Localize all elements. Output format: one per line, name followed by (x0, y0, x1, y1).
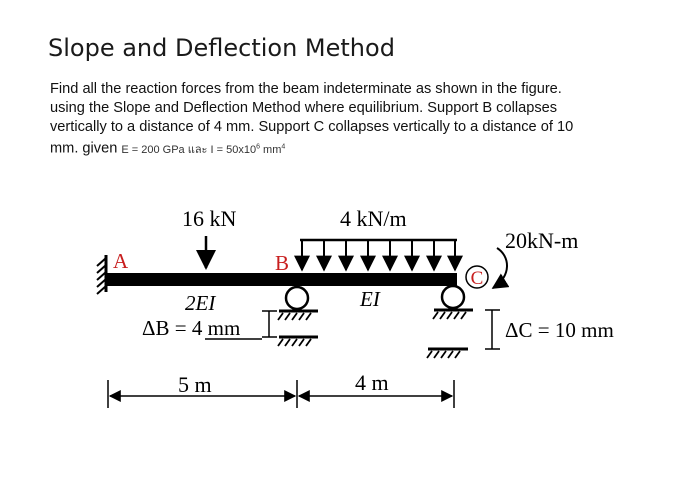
settlement-b-label: ΔB = 4 mm (142, 316, 240, 340)
settlement-b-dimension (262, 310, 277, 338)
given-unit-exponent: 4 (281, 143, 286, 150)
settlement-c-dimension (485, 309, 500, 350)
given-values: E = 200 GPa และ I = 50x106 mm4 (121, 143, 286, 156)
beam (107, 273, 457, 286)
moment-label: 20kN-m (505, 228, 578, 253)
problem-line-2: using the Slope and Deflection Method wh… (50, 100, 558, 116)
given-e-i: E = 200 GPa และ I = 50x10 (121, 143, 257, 156)
roller-support-c (426, 284, 473, 359)
fixed-support-a (96, 255, 108, 295)
given-exponent: 6 (256, 143, 260, 150)
udl-arrows (294, 238, 463, 272)
stiffness-bc-label: EI (359, 287, 381, 311)
span-dimension-line (107, 380, 455, 408)
given-unit: mm (260, 143, 282, 156)
roller-support-b (277, 285, 318, 347)
label-b: B (275, 251, 289, 275)
point-load-label: 16 kN (182, 206, 237, 231)
problem-line-4: mm. given E = 200 GPa และ I = 50x106 mm4 (50, 137, 660, 160)
problem-line-3: vertically to a distance of 4 mm. Suppor… (50, 119, 574, 135)
span-bc-label: 4 m (355, 370, 389, 395)
given-lead: mm. given (50, 140, 118, 157)
label-c: C (471, 268, 484, 289)
label-a: A (113, 249, 129, 273)
udl-label: 4 kN/m (340, 206, 407, 231)
moment-arrow (491, 247, 510, 289)
problem-line-1: Find all the reaction forces from the be… (50, 81, 562, 97)
settlement-c-label: ΔC = 10 mm (505, 318, 614, 342)
page-title: Slope and Deflection Method (48, 34, 395, 62)
problem-statement: Find all the reaction forces from the be… (50, 80, 660, 160)
span-ab-label: 5 m (178, 372, 212, 397)
label-c-circle (465, 265, 489, 289)
stiffness-ab-label: 2EI (185, 291, 216, 315)
